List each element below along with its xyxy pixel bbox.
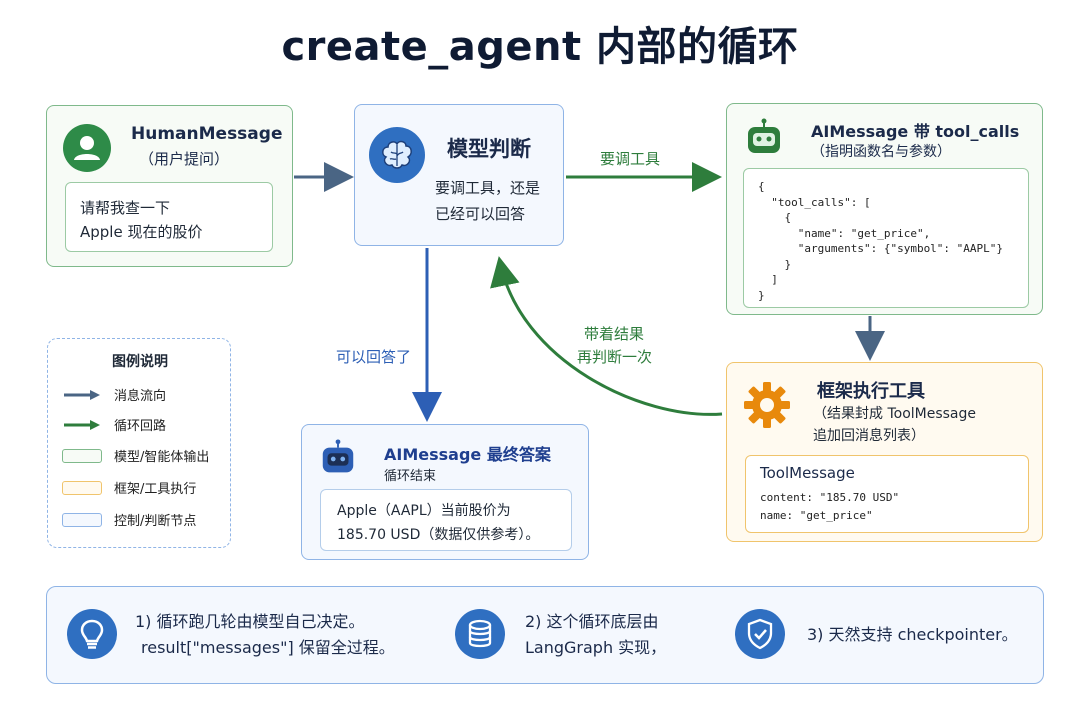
page-title: create_agent 内部的循环 xyxy=(281,24,799,70)
edge-label-loop-line2: 再判断一次 xyxy=(577,348,653,366)
final-answer-card: AIMessage 最终答案 循环结束 Apple（AAPL）当前股价为 185… xyxy=(301,424,589,560)
edge-label-can-answer: 可以回答了 xyxy=(336,348,412,366)
framework-line2: 追加回消息列表） xyxy=(813,428,925,444)
tool-message-title: ToolMessage xyxy=(760,464,855,482)
legend-swatch-green xyxy=(62,448,102,463)
model-line1: 要调工具，还是 xyxy=(435,179,541,197)
final-answer-box: Apple（AAPL）当前股价为 185.70 USD（数据仅供参考）。 xyxy=(320,489,572,551)
note-3-line1: 3) 天然支持 checkpointer。 xyxy=(807,625,1018,644)
legend-item-model-output: 模型/智能体输出 xyxy=(62,446,209,465)
final-line2: 185.70 USD（数据仅供参考）。 xyxy=(337,527,540,543)
ai-toolcalls-card: AIMessage 带 tool_calls （指明函数名与参数） { "too… xyxy=(726,103,1043,315)
arrow-loop-back xyxy=(490,256,723,416)
tool-message-box: ToolMessage content: "185.70 USD" name: … xyxy=(745,455,1029,533)
shield-check-icon xyxy=(735,609,785,659)
tool-message-content: content: "185.70 USD" xyxy=(760,491,900,504)
model-title: 模型判断 xyxy=(447,137,531,161)
human-title: HumanMessage xyxy=(131,124,283,144)
toolcalls-code: { "tool_calls": [ { "name": "get_price",… xyxy=(758,180,1004,302)
framework-title: 框架执行工具 xyxy=(817,381,925,402)
legend-label: 模型/智能体输出 xyxy=(114,450,210,465)
edge-label-call-tool: 要调工具 xyxy=(600,150,661,168)
framework-line1: （结果封成 ToolMessage xyxy=(813,406,977,422)
framework-card: 框架执行工具 （结果封成 ToolMessage 追加回消息列表） ToolMe… xyxy=(726,362,1043,542)
tool-message-name: name: "get_price" xyxy=(760,509,873,522)
note-2-line1: 2) 这个循环底层由 xyxy=(525,612,659,631)
note-1-line2: result["messages"] 保留全过程。 xyxy=(141,638,395,657)
lightbulb-icon xyxy=(67,609,117,659)
database-icon xyxy=(455,609,505,659)
gear-icon xyxy=(741,379,793,431)
legend-box: 图例说明 消息流向 循环回路 模型/智能体输出 框架/工具执行 控制/判断节点 xyxy=(47,338,231,548)
legend-arrow-slate-icon xyxy=(64,389,100,400)
ai-toolcalls-subtitle: （指明函数名与参数） xyxy=(811,144,951,160)
note-2-line2: LangGraph 实现， xyxy=(525,638,667,657)
final-subtitle: 循环结束 xyxy=(384,469,437,484)
model-decision-card: 模型判断 要调工具，还是 已经可以回答 xyxy=(354,104,564,246)
legend-item-framework: 框架/工具执行 xyxy=(62,478,196,497)
brain-icon xyxy=(369,127,425,183)
notes-panel: 1) 循环跑几轮由模型自己决定。 result["messages"] 保留全过… xyxy=(46,586,1044,684)
human-subtitle: （用户提问） xyxy=(139,150,230,168)
legend-label: 循环回路 xyxy=(114,419,167,434)
ai-toolcalls-title: AIMessage 带 tool_calls xyxy=(811,122,1020,141)
note-1-line1: 1) 循环跑几轮由模型自己决定。 xyxy=(135,612,365,631)
final-line1: Apple（AAPL）当前股价为 xyxy=(337,503,511,519)
robot-icon xyxy=(743,118,785,160)
legend-label: 控制/判断节点 xyxy=(114,514,197,529)
human-query-line1: 请帮我查一下 xyxy=(80,199,171,217)
human-message-card: HumanMessage （用户提问） 请帮我查一下 Apple 现在的股价 xyxy=(46,105,293,267)
legend-arrow-green-icon xyxy=(64,419,100,430)
final-title: AIMessage 最终答案 xyxy=(384,445,551,464)
legend-item-message-flow: 消息流向 xyxy=(62,385,166,404)
legend-swatch-blue xyxy=(62,512,102,527)
legend-swatch-orange xyxy=(62,480,102,495)
robot-icon xyxy=(318,439,358,479)
legend-title: 图例说明 xyxy=(112,354,168,370)
legend-item-control: 控制/判断节点 xyxy=(62,510,196,529)
edge-label-loop-line1: 带着结果 xyxy=(584,325,645,343)
user-icon xyxy=(63,124,111,172)
legend-item-loop: 循环回路 xyxy=(62,415,166,434)
model-line2: 已经可以回答 xyxy=(435,205,526,223)
legend-label: 框架/工具执行 xyxy=(114,482,197,497)
legend-label: 消息流向 xyxy=(114,389,167,404)
human-query-box: 请帮我查一下 Apple 现在的股价 xyxy=(65,182,273,252)
human-query-line2: Apple 现在的股价 xyxy=(80,223,203,241)
toolcalls-code-box: { "tool_calls": [ { "name": "get_price",… xyxy=(743,168,1029,308)
